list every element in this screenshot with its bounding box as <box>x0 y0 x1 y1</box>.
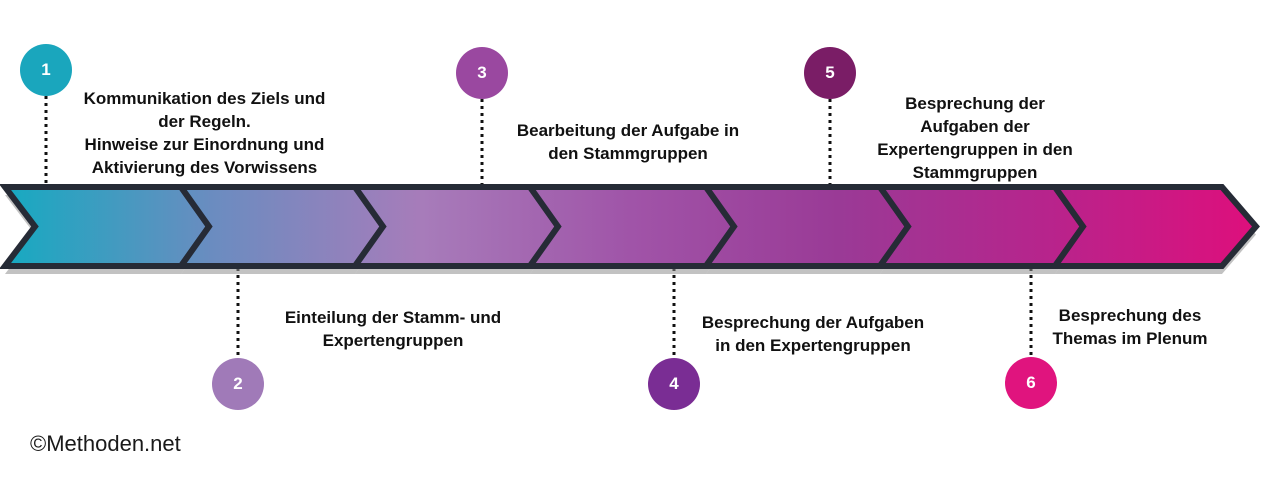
step-4-line-2: in den Expertengruppen <box>715 336 911 355</box>
chevron-1 <box>0 184 213 269</box>
chevron-3 <box>349 184 562 269</box>
copyright-text: ©Methoden.net <box>30 431 181 456</box>
step-1-marker: 1 <box>20 44 72 96</box>
step-5-line-1: Besprechung der <box>905 94 1045 113</box>
step-3-label: Bearbeitung der Aufgabe in den Stammgrup… <box>488 119 768 165</box>
step-5-line-2: Aufgaben der <box>920 117 1030 136</box>
step-1-label: Kommunikation des Ziels und der Regeln. … <box>52 87 357 179</box>
step-2-label: Einteilung der Stamm- und Expertengruppe… <box>253 306 533 352</box>
step-2-line-1: Einteilung der Stamm- und <box>284 308 502 327</box>
step-5-marker: 5 <box>804 47 856 99</box>
chevron-5 <box>700 184 912 269</box>
step-2-marker: 2 <box>212 358 264 410</box>
step-6-line-1: Besprechung des <box>1058 306 1202 325</box>
step-4-label: Besprechung der Aufgaben in den Experten… <box>673 311 953 357</box>
step-1-line-4: Aktivierung des Vorwissens <box>91 158 318 177</box>
chevron-2 <box>175 184 387 269</box>
chevron-6 <box>874 184 1087 269</box>
step-1-line-1: Kommunikation des Ziels und <box>83 89 326 108</box>
step-2-line-2: Expertengruppen <box>322 331 464 350</box>
step-6-marker: 6 <box>1005 357 1057 409</box>
step-3-line-1: Bearbeitung der Aufgabe in <box>516 121 740 140</box>
step-6-line-2: Themas im Plenum <box>1052 329 1208 348</box>
chevron-4 <box>524 184 738 269</box>
step-5-label: Besprechung der Aufgaben der Expertengru… <box>840 92 1110 184</box>
step-5-line-3: Expertengruppen in den <box>877 140 1073 159</box>
step-3-marker: 3 <box>456 47 508 99</box>
step-5-line-4: Stammgruppen <box>912 163 1038 182</box>
step-1-line-2: der Regeln. <box>158 112 251 131</box>
step-4-line-1: Besprechung der Aufgaben <box>701 313 925 332</box>
step-3-line-2: den Stammgruppen <box>548 144 708 163</box>
step-4-marker: 4 <box>648 358 700 410</box>
step-6-label: Besprechung des Themas im Plenum <box>1025 304 1235 350</box>
chevron-7 <box>1049 184 1260 269</box>
step-1-line-3: Hinweise zur Einordnung und <box>84 135 325 154</box>
